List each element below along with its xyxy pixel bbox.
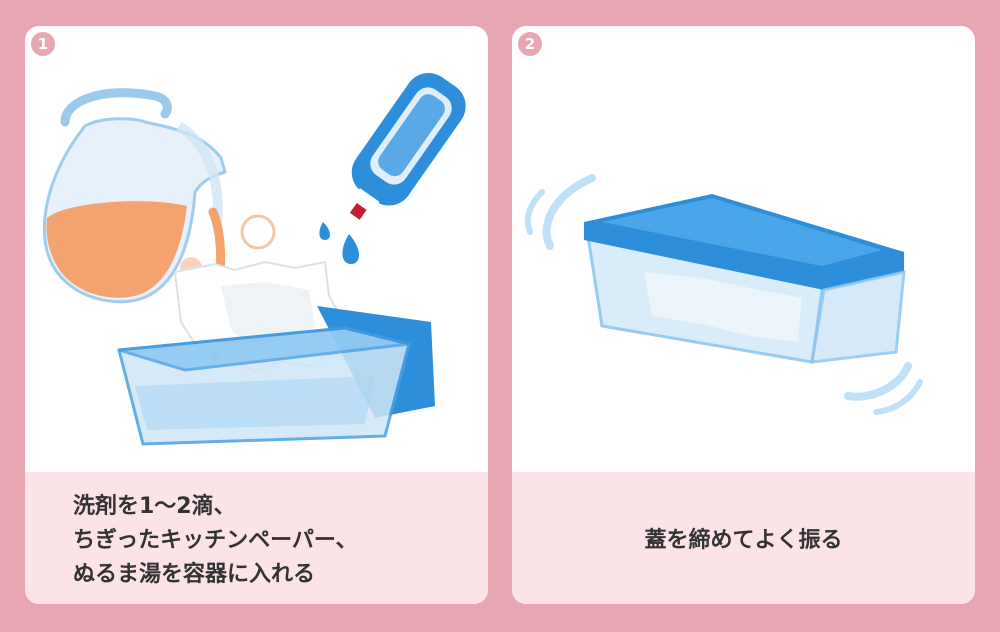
pitcher-icon — [42, 88, 227, 361]
lidded-container-icon — [584, 194, 906, 364]
step-1-caption: 洗剤を1～2滴、 ちぎったキッチンペーパー、 ぬるま湯を容器に入れる — [73, 490, 358, 592]
step-1-illustration — [42, 73, 466, 446]
detergent-bottle-icon — [349, 73, 466, 220]
step-2-panel: 2 蓋を締めてよく振る — [512, 26, 975, 604]
step-1-panel: 1 — [25, 26, 488, 604]
step-2-caption: 蓋を締めてよく振る — [644, 528, 843, 553]
caption-line: ちぎったキッチンペーパー、 — [73, 528, 358, 553]
step-1-badge: 1 — [31, 32, 55, 56]
caption-line: ぬるま湯を容器に入れる — [73, 562, 316, 587]
shake-motion-icon — [524, 174, 923, 415]
container-icon — [117, 306, 435, 446]
caption-line: 洗剤を1～2滴、 — [73, 494, 236, 519]
step-2-badge: 2 — [518, 32, 542, 56]
step-2-caption-box: 蓋を締めてよく振る — [512, 472, 975, 604]
step-2-illustration — [524, 174, 923, 415]
step-1-caption-box: 洗剤を1～2滴、 ちぎったキッチンペーパー、 ぬるま湯を容器に入れる — [25, 472, 488, 604]
